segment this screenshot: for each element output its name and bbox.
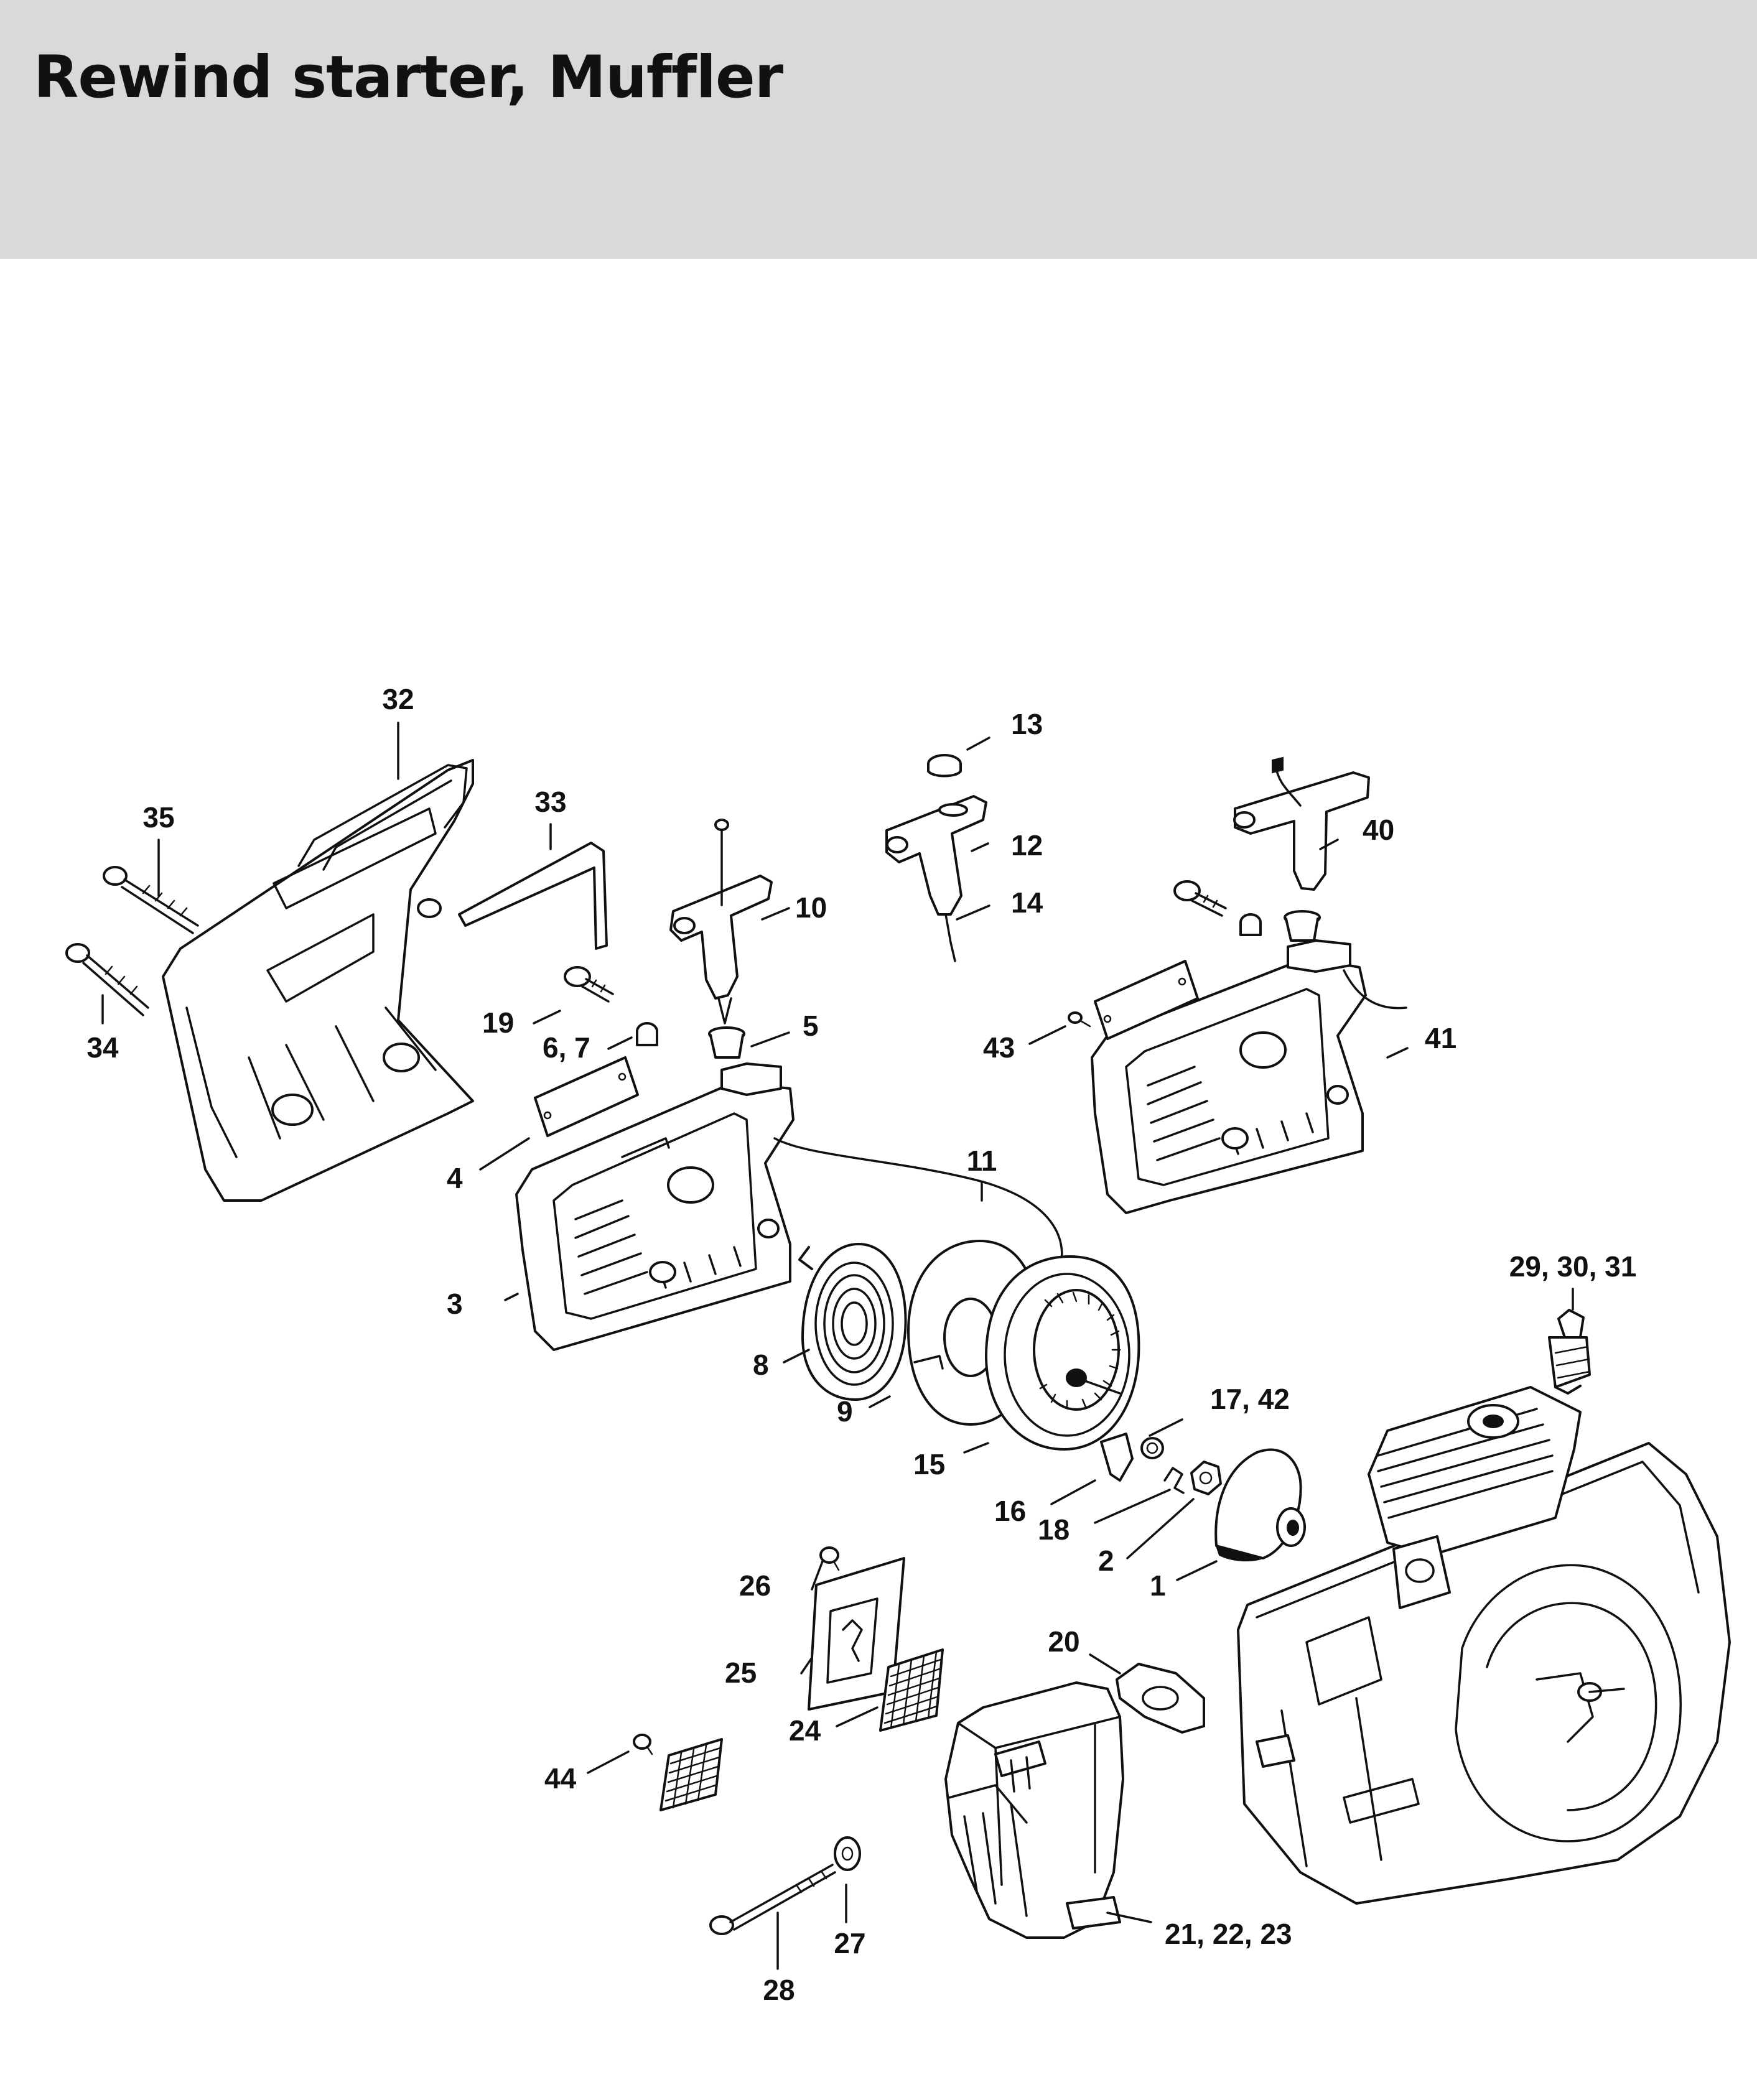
- part-1-starter-cup: [1214, 1448, 1306, 1562]
- label-27: 27: [834, 1927, 865, 1959]
- part-2-nut: [1190, 1461, 1222, 1495]
- part-41-housing: [1091, 939, 1407, 1214]
- callout-labels: 32 33 35 34 13 12 14 10 5 19 6, 7 4 11 3…: [86, 683, 1636, 2006]
- part-40-cap: [1284, 910, 1321, 942]
- part-24-screen: [879, 1648, 944, 1732]
- part-10-starter-grip: [669, 819, 773, 1024]
- label-13: 13: [1011, 708, 1043, 740]
- label-28: 28: [763, 1974, 795, 2006]
- label-14: 14: [1011, 886, 1043, 919]
- label-2: 2: [1098, 1545, 1114, 1577]
- part-19-screw: [564, 966, 614, 1003]
- label-41: 41: [1425, 1022, 1456, 1054]
- part-44-screw: [633, 1734, 653, 1755]
- part-6-7-nut: [636, 1022, 658, 1046]
- part-3-fan-housing: [515, 1062, 795, 1351]
- part-41-nut: [1239, 913, 1262, 936]
- label-21-22-23: 21, 22, 23: [1165, 1918, 1292, 1950]
- part-43-screw: [1068, 1011, 1091, 1028]
- label-11: 11: [967, 1145, 997, 1177]
- leader-lines: [101, 722, 1574, 1970]
- part-28-bolt: [709, 1864, 836, 1935]
- header-band: Rewind starter, Muffler: [0, 0, 1757, 259]
- label-25: 25: [725, 1656, 757, 1689]
- part-17-42-washer: [1140, 1437, 1164, 1459]
- label-9: 9: [837, 1395, 853, 1428]
- part-35-screw: [103, 866, 199, 934]
- part-29-30-31-spark-plug: [1548, 1309, 1591, 1395]
- engine-cylinder: [1368, 1386, 1582, 1609]
- label-6-7: 6, 7: [543, 1031, 590, 1064]
- label-12: 12: [1011, 829, 1043, 862]
- exploded-parts-diagram: 32 33 35 34 13 12 14 10 5 19 6, 7 4 11 3…: [0, 259, 1757, 2100]
- part-15-rope-rotor: [985, 1255, 1140, 1451]
- part-8-rewind-spring: [798, 1243, 907, 1401]
- label-8: 8: [753, 1349, 769, 1381]
- label-24: 24: [789, 1714, 821, 1747]
- part-13-cap: [927, 754, 962, 778]
- part-20-gasket: [1116, 1663, 1205, 1734]
- label-29-30-31: 29, 30, 31: [1509, 1250, 1637, 1283]
- label-26: 26: [739, 1569, 771, 1602]
- label-15: 15: [913, 1448, 945, 1480]
- label-33: 33: [534, 786, 566, 818]
- part-5-cap: [708, 1026, 745, 1059]
- part-32-cover-guard: [162, 759, 474, 1202]
- part-21-22-23-muffler: [944, 1681, 1124, 1939]
- label-18: 18: [1038, 1513, 1070, 1546]
- label-32: 32: [382, 683, 414, 715]
- label-16: 16: [994, 1495, 1026, 1527]
- label-40: 40: [1363, 814, 1394, 846]
- label-17-42: 17, 42: [1210, 1383, 1290, 1415]
- label-4: 4: [447, 1162, 463, 1194]
- label-20: 20: [1048, 1625, 1079, 1658]
- part-43-plate: [1094, 960, 1199, 1040]
- part-44-screen: [659, 1738, 723, 1811]
- part-40-grip: [1233, 756, 1370, 891]
- label-10: 10: [795, 891, 827, 924]
- part-33-hex-key: [458, 842, 608, 950]
- part-34-screw: [65, 943, 149, 1016]
- engine-crankcase: [1237, 1442, 1731, 1905]
- label-3: 3: [447, 1288, 463, 1320]
- label-1: 1: [1150, 1569, 1166, 1602]
- label-5: 5: [803, 1010, 819, 1042]
- part-18-spring-clip: [1163, 1467, 1185, 1494]
- label-34: 34: [86, 1031, 119, 1064]
- part-27-washer: [834, 1836, 861, 1871]
- part-12-grip: [885, 795, 987, 916]
- part-4-plate: [534, 1056, 639, 1137]
- part-16-pawl: [1100, 1433, 1134, 1482]
- label-44: 44: [544, 1762, 577, 1795]
- label-35: 35: [142, 801, 174, 834]
- part-26-screw: [819, 1546, 840, 1571]
- page-title: Rewind starter, Muffler: [34, 44, 783, 111]
- label-19: 19: [482, 1006, 514, 1039]
- label-43: 43: [983, 1031, 1015, 1064]
- part-41-screw: [1173, 880, 1227, 917]
- part-14-rope: [944, 913, 956, 962]
